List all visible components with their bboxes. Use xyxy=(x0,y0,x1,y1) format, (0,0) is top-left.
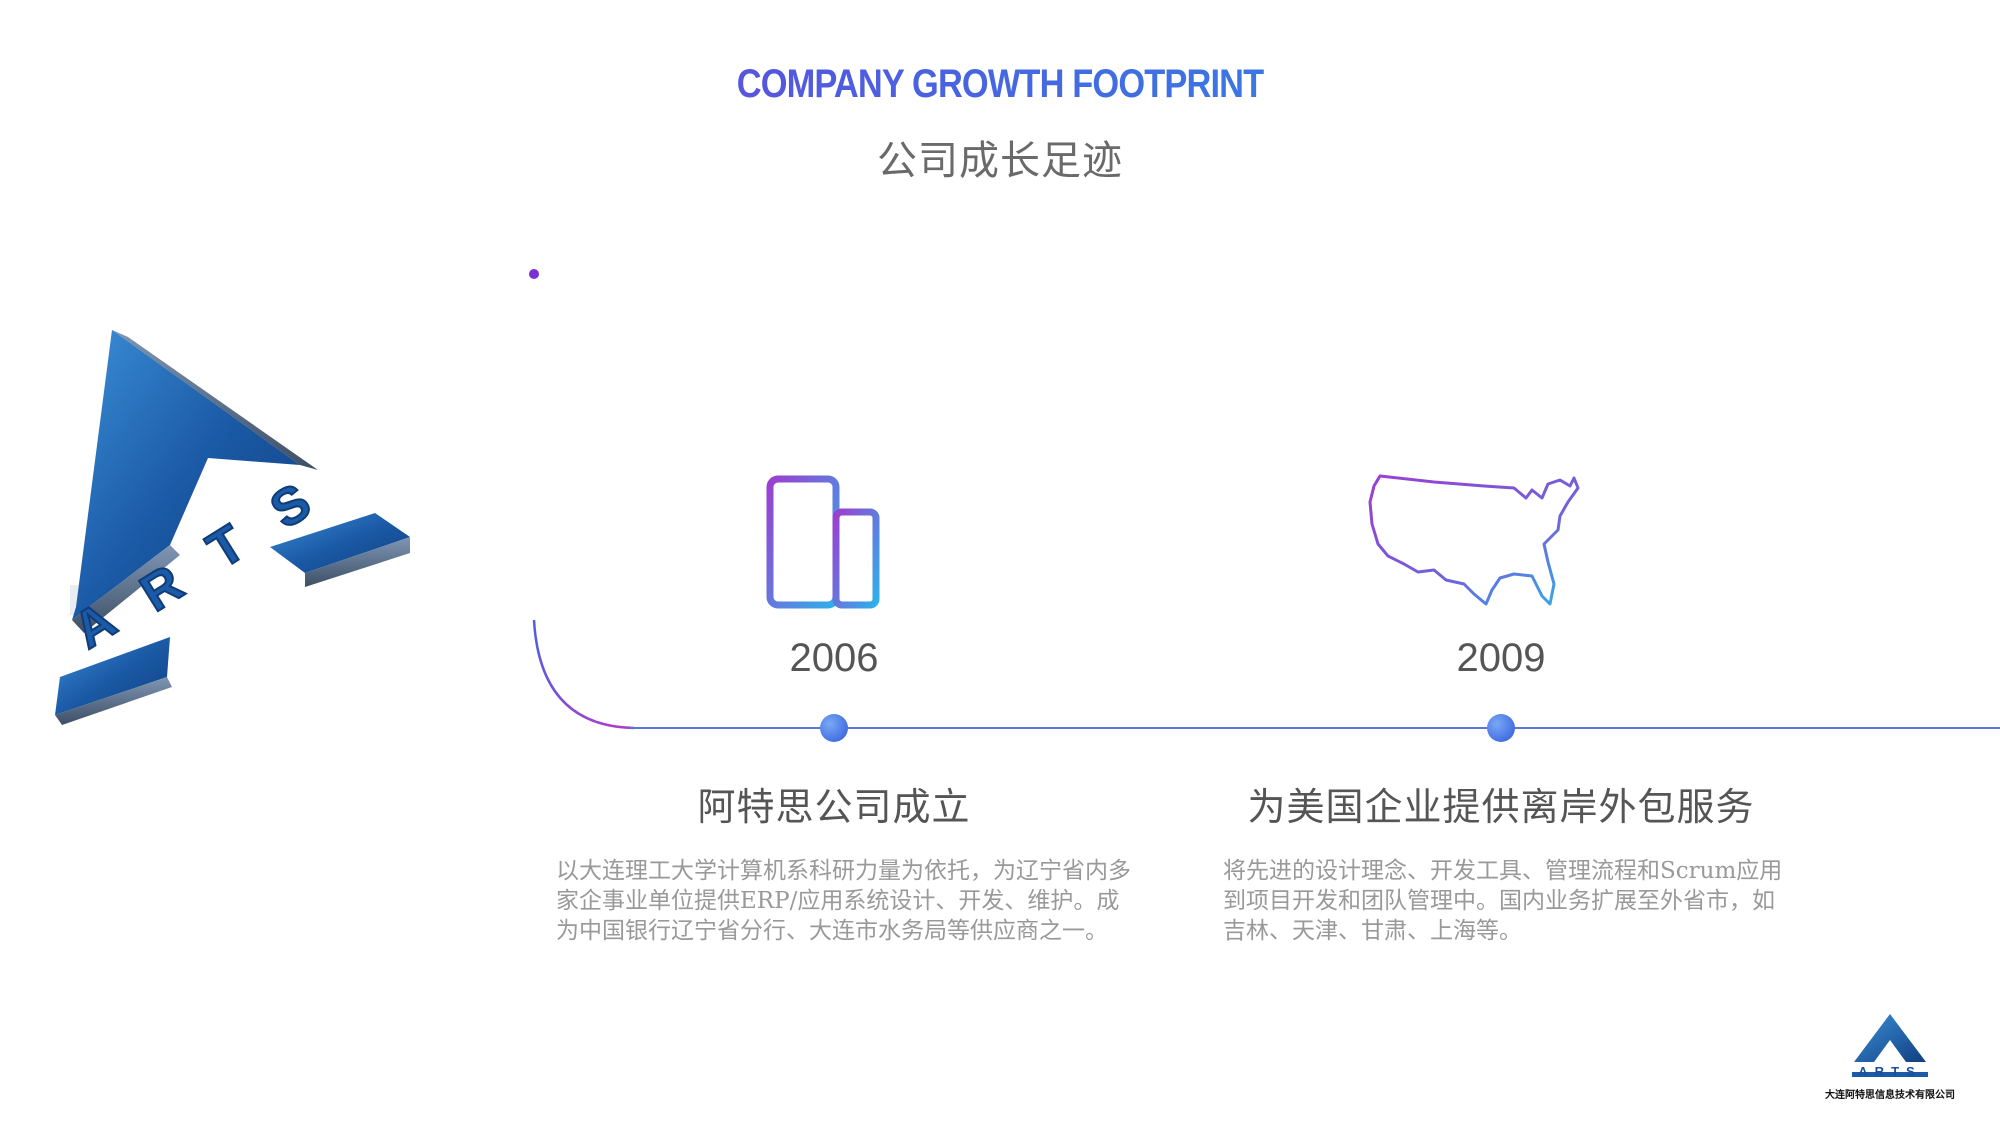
arts-logo-small-icon xyxy=(1852,1014,1928,1077)
milestone-dot-2006 xyxy=(820,714,848,742)
footer-logo-letters: ARTS xyxy=(1858,1064,1922,1079)
page-title-cn: 公司成长足迹 xyxy=(877,138,1123,184)
milestone-dot-2009 xyxy=(1487,714,1515,742)
milestone-title-2006: 阿特思公司成立 xyxy=(697,785,971,829)
milestone-year-2009: 2009 xyxy=(1456,636,1546,680)
milestone-year-2006: 2006 xyxy=(789,636,879,680)
arts-logo-large-icon: A R T S xyxy=(55,330,410,725)
office-building-icon xyxy=(758,475,898,609)
milestone-title-2009: 为美国企业提供离岸外包服务 xyxy=(1247,785,1755,829)
timeline-curve xyxy=(532,619,635,730)
page-title-en: COMPANY GROWTH FOOTPRINT xyxy=(140,62,1860,107)
milestone-description-2006: 以大连理工大学计算机系科研力量为依托，为辽宁省内多家企事业单位提供ERP/应用系… xyxy=(556,858,1131,944)
milestone-description-2009: 将先进的设计理念、开发工具、管理流程和Scrum应用到项目开发和团队管理中。国内… xyxy=(1223,858,1783,944)
footer-company-name: 大连阿特思信息技术有限公司 xyxy=(1825,1090,1955,1101)
usa-map-icon xyxy=(1368,474,1580,606)
